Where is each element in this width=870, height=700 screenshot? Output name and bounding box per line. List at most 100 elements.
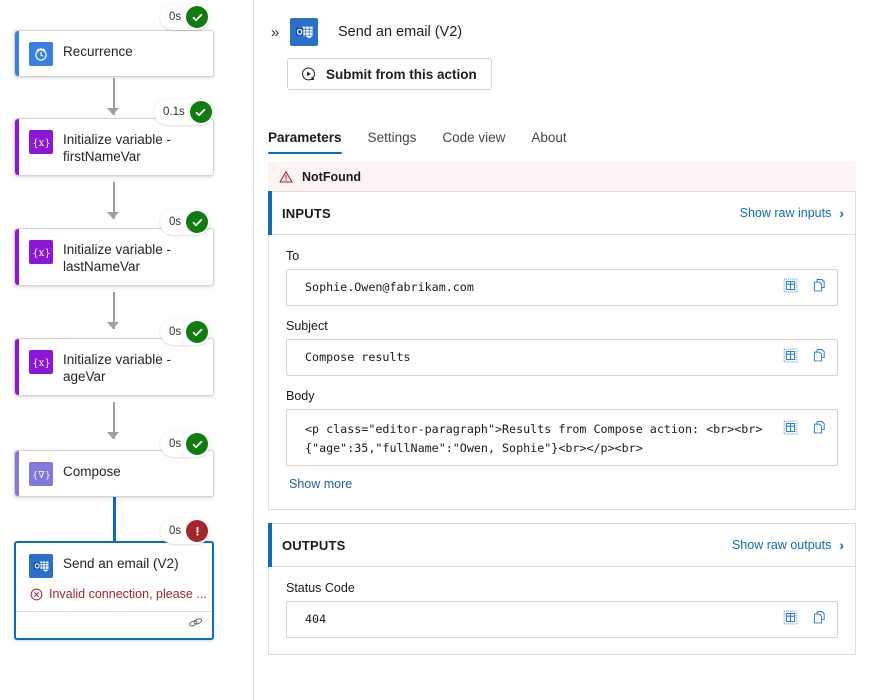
card-spacer xyxy=(268,510,856,523)
copy-icon[interactable] xyxy=(812,610,827,630)
field-value-box[interactable]: <p class="editor-paragraph">Results from… xyxy=(286,409,838,466)
error-circle-x-icon xyxy=(30,588,43,600)
success-check-icon xyxy=(189,101,212,123)
show-raw-outputs-label: Show raw outputs xyxy=(731,538,832,552)
table-grid-icon[interactable] xyxy=(783,420,798,440)
field-value: 404 xyxy=(305,612,327,626)
inputs-title: INPUTS xyxy=(282,205,331,221)
svg-text:{x}: {x} xyxy=(33,248,50,259)
field-actions xyxy=(771,419,827,440)
success-check-icon xyxy=(186,433,209,455)
node-title: Initialize variable - lastNameVar xyxy=(63,242,172,274)
node-duration: 0s xyxy=(169,11,182,23)
double-chevron-right-icon[interactable]: » xyxy=(270,24,280,41)
field-value-box[interactable]: Sophie.Owen@fabrikam.com xyxy=(286,269,838,306)
show-more-link[interactable]: Show more xyxy=(289,477,353,491)
field-label: Body xyxy=(286,389,315,403)
show-raw-outputs-link[interactable]: Show raw outputs › xyxy=(732,538,844,552)
node-duration: 0s xyxy=(169,438,182,450)
variable-icon: {x} xyxy=(29,240,53,264)
node-status-pill-init-lastnamevar: 0s xyxy=(160,209,211,235)
outlook-icon xyxy=(290,18,318,46)
copy-icon[interactable] xyxy=(812,278,827,298)
panel-content: NotFound INPUTS Show raw inputs › To Sop… xyxy=(254,154,870,655)
node-accent-bar xyxy=(15,229,19,285)
node-error-text: Invalid connection, please ... xyxy=(49,587,207,601)
success-check-icon xyxy=(186,211,209,233)
field-label: To xyxy=(286,249,300,263)
field-value: Sophie.Owen@fabrikam.com xyxy=(305,280,474,294)
show-raw-inputs-link[interactable]: Show raw inputs › xyxy=(740,206,844,220)
panel-tabs: Parameters Settings Code view About xyxy=(254,90,870,154)
node-duration: 0s xyxy=(169,216,182,228)
node-status-pill-init-firstnamevar: 0.1s xyxy=(154,99,214,125)
table-grid-icon[interactable] xyxy=(783,278,798,298)
compose-icon: {∇} xyxy=(29,462,53,486)
workflow-node-init-lastnamevar[interactable]: {x} Initialize variable - lastNameVar xyxy=(14,228,214,286)
panel-title: Send an email (V2) xyxy=(338,24,463,40)
node-title: Initialize variable - firstNameVar xyxy=(63,132,172,164)
connector-init3-to-compose xyxy=(113,402,115,439)
field-value: Compose results xyxy=(305,350,411,364)
field-actions xyxy=(771,277,827,298)
tab-parameters[interactable]: Parameters xyxy=(268,130,342,154)
field-body: Body <p class="editor-paragraph">Results… xyxy=(286,389,838,493)
field-label: Status Code xyxy=(286,581,355,595)
show-raw-inputs-label: Show raw inputs xyxy=(739,206,832,220)
resubmit-play-icon xyxy=(300,66,317,83)
workflow-node-send-an-email-v2[interactable]: Send an email (V2) Invalid connection, p… xyxy=(14,541,214,640)
field-actions xyxy=(771,347,827,368)
table-grid-icon[interactable] xyxy=(783,610,798,630)
node-title: Recurrence xyxy=(63,44,133,59)
connector-arrow-3 xyxy=(107,322,119,329)
workflow-node-recurrence[interactable]: Recurrence xyxy=(14,30,214,77)
table-grid-icon[interactable] xyxy=(783,348,798,368)
field-actions xyxy=(771,609,827,630)
tab-about[interactable]: About xyxy=(531,130,567,145)
inputs-card: INPUTS Show raw inputs › To Sophie.Owen@… xyxy=(268,191,856,510)
outlook-icon xyxy=(29,554,53,578)
chevron-right-icon: › xyxy=(839,205,844,221)
link-icon[interactable] xyxy=(188,616,203,634)
error-banner-text: NotFound xyxy=(302,169,362,184)
submit-from-this-action-label: Submit from this action xyxy=(326,66,477,82)
svg-text:{x}: {x} xyxy=(33,138,50,149)
connector-compose-to-sendemail xyxy=(113,494,116,542)
field-subject: Subject Compose results xyxy=(286,319,838,376)
copy-icon[interactable] xyxy=(812,420,827,440)
node-title: Send an email (V2) xyxy=(63,556,179,571)
connector-init2-to-init3 xyxy=(113,292,115,329)
workflow-node-init-agevar[interactable]: {x} Initialize variable - ageVar xyxy=(14,338,214,396)
field-value-box[interactable]: 404 xyxy=(286,601,838,638)
field-status-code: Status Code 404 xyxy=(286,581,838,638)
outputs-fields: Status Code 404 xyxy=(269,567,855,654)
node-title: Initialize variable - ageVar xyxy=(63,352,172,384)
node-status-pill-send-an-email-v2: 0s xyxy=(160,518,211,544)
svg-text:{∇}: {∇} xyxy=(33,470,50,481)
tab-code-view[interactable]: Code view xyxy=(442,130,506,145)
node-accent-bar xyxy=(15,451,19,496)
variable-icon: {x} xyxy=(29,130,53,154)
field-value: <p class="editor-paragraph">Results from… xyxy=(305,422,763,455)
field-value-box[interactable]: Compose results xyxy=(286,339,838,376)
error-banner: NotFound xyxy=(268,162,856,191)
node-accent-bar xyxy=(15,339,19,395)
inputs-card-header: INPUTS Show raw inputs › xyxy=(268,191,855,235)
tab-settings[interactable]: Settings xyxy=(367,130,417,145)
warning-triangle-icon xyxy=(279,170,293,184)
outputs-card-header: OUTPUTS Show raw outputs › xyxy=(268,523,855,567)
panel-header: » Send an email (V2) xyxy=(254,0,870,46)
node-error-message: Invalid connection, please ... xyxy=(16,586,212,611)
node-title: Compose xyxy=(63,464,121,479)
copy-icon[interactable] xyxy=(812,348,827,368)
workflow-node-compose[interactable]: {∇} Compose xyxy=(14,450,214,497)
node-status-pill-recurrence: 0s xyxy=(160,4,211,30)
submit-from-this-action-button[interactable]: Submit from this action xyxy=(287,58,492,90)
success-check-icon xyxy=(186,6,209,28)
node-footer xyxy=(16,611,212,638)
workflow-designer-canvas[interactable]: Recurrence 0s {x} Initialize variable - … xyxy=(0,0,254,700)
workflow-node-init-firstnamevar[interactable]: {x} Initialize variable - firstNameVar xyxy=(14,118,214,176)
connector-arrow-2 xyxy=(107,212,119,219)
node-accent-bar xyxy=(15,119,19,175)
